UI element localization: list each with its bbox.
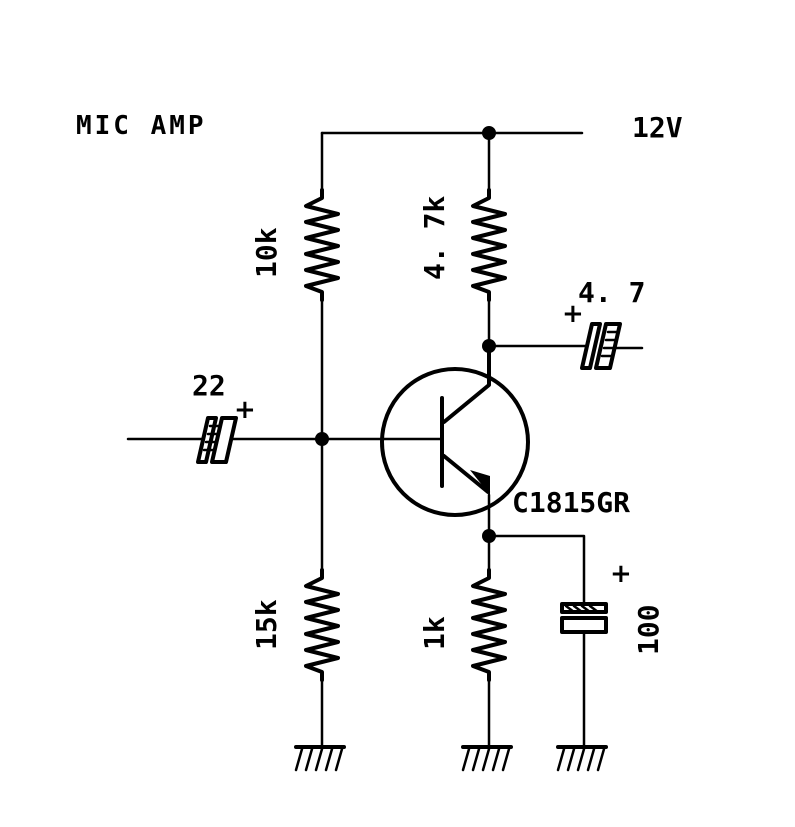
- bypass-cap-polarity: +: [610, 559, 632, 589]
- supply-voltage-label: 12V: [632, 111, 683, 144]
- capacitor-icon: [196, 416, 238, 464]
- ground-icon: [556, 745, 608, 772]
- transistor-label: C1815GR: [512, 486, 630, 519]
- resistor-icon: [304, 188, 340, 302]
- wire-to-bypass-cap: [487, 534, 586, 606]
- resistor-icon: [471, 568, 507, 682]
- resistor-icon: [304, 568, 340, 682]
- capacitor-4.7-label: 4. 7: [578, 276, 645, 309]
- capacitor-22-label: 22: [192, 369, 226, 402]
- resistor-15k-label: 15k: [250, 599, 283, 650]
- schematic-title: MIC AMP: [76, 111, 207, 141]
- resistor-10k-label: 10k: [250, 227, 283, 278]
- npn-transistor-icon: [320, 343, 530, 517]
- output-cap-polarity: +: [562, 299, 584, 329]
- resistor-1k-label: 1k: [418, 616, 451, 650]
- ground-icon: [461, 745, 513, 772]
- resistor-4.7k-label: 4. 7k: [418, 196, 451, 280]
- capacitor-icon: [560, 602, 608, 634]
- ground-icon: [294, 745, 346, 772]
- capacitor-100-label: 100: [632, 604, 665, 655]
- resistor-icon: [471, 188, 507, 302]
- capacitor-icon: [580, 322, 622, 370]
- input-cap-polarity: +: [234, 395, 256, 425]
